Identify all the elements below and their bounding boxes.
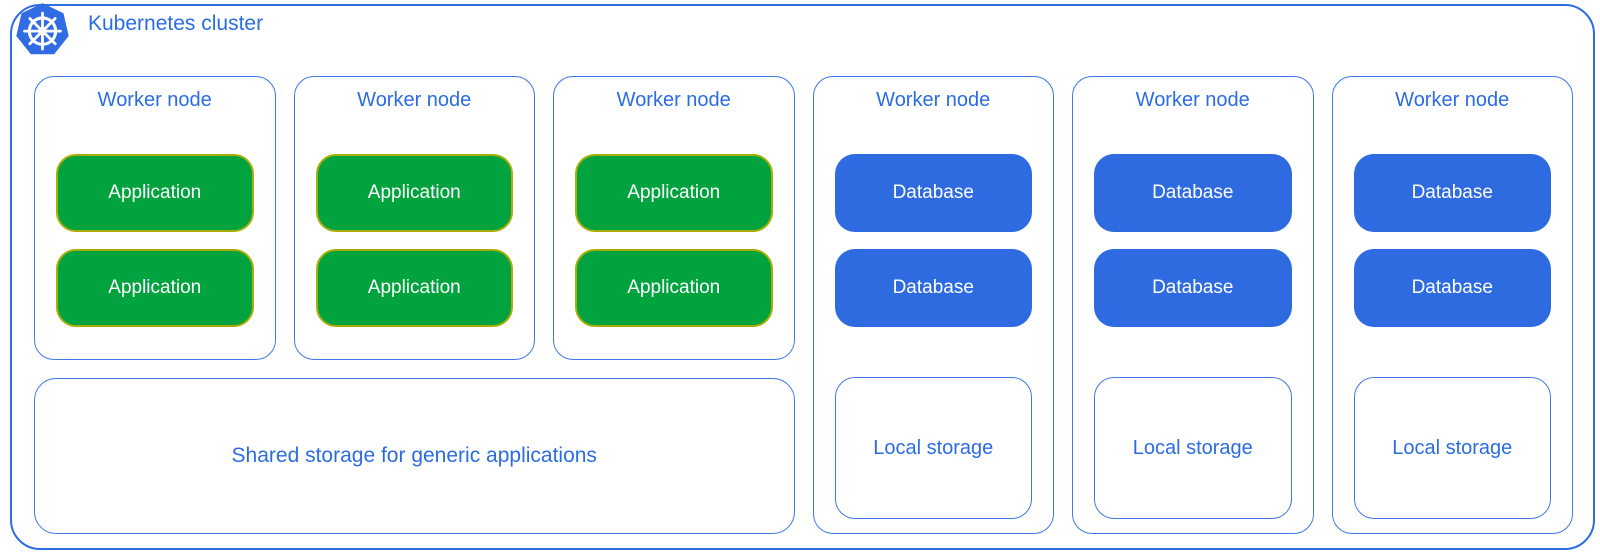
- worker-node: Worker node Application Application: [553, 76, 795, 360]
- shared-storage-box: Shared storage for generic applications: [34, 378, 795, 534]
- application-pod: Application: [315, 154, 513, 232]
- local-storage-box: Local storage: [1094, 377, 1292, 519]
- database-pod: Database: [1353, 154, 1551, 232]
- worker-node: Worker node Database Database Local stor…: [1331, 76, 1573, 534]
- database-pod: Database: [834, 249, 1032, 327]
- application-pod: Application: [56, 154, 254, 232]
- worker-node-label: Worker node: [97, 89, 212, 111]
- worker-node-label: Worker node: [616, 89, 731, 111]
- application-pod: Application: [315, 249, 513, 327]
- database-pod: Database: [1353, 249, 1551, 327]
- worker-node: Worker node Application Application: [293, 76, 535, 360]
- database-pod: Database: [834, 154, 1032, 232]
- database-pod: Database: [1094, 249, 1292, 327]
- local-storage-label: Local storage: [1132, 436, 1253, 459]
- application-pod: Application: [56, 249, 254, 327]
- worker-node: Worker node Application Application: [34, 76, 276, 360]
- application-pod: Application: [575, 154, 773, 232]
- worker-node-label: Worker node: [1395, 89, 1510, 111]
- local-storage-box: Local storage: [1353, 377, 1551, 519]
- local-storage-label: Local storage: [873, 436, 994, 459]
- shared-storage-label: Shared storage for generic applications: [231, 444, 597, 467]
- database-nodes-group: Worker node Database Database Local stor…: [812, 76, 1573, 534]
- local-storage-box: Local storage: [834, 377, 1032, 519]
- kubernetes-cluster-box: Worker node Application Application Work…: [10, 4, 1595, 550]
- worker-node-label: Worker node: [1135, 89, 1250, 111]
- application-nodes-group: Worker node Application Application Work…: [34, 76, 795, 534]
- worker-node-label: Worker node: [357, 89, 472, 111]
- cluster-title: Kubernetes cluster: [88, 12, 264, 35]
- application-pod: Application: [575, 249, 773, 327]
- application-nodes-row: Worker node Application Application Work…: [34, 76, 795, 360]
- worker-node-label: Worker node: [876, 89, 991, 111]
- cluster-content: Worker node Application Application Work…: [34, 76, 1573, 534]
- kubernetes-logo-icon: [14, 2, 71, 58]
- local-storage-label: Local storage: [1392, 436, 1513, 459]
- worker-node: Worker node Database Database Local stor…: [1072, 76, 1314, 534]
- database-pod: Database: [1094, 154, 1292, 232]
- worker-node: Worker node Database Database Local stor…: [812, 76, 1054, 534]
